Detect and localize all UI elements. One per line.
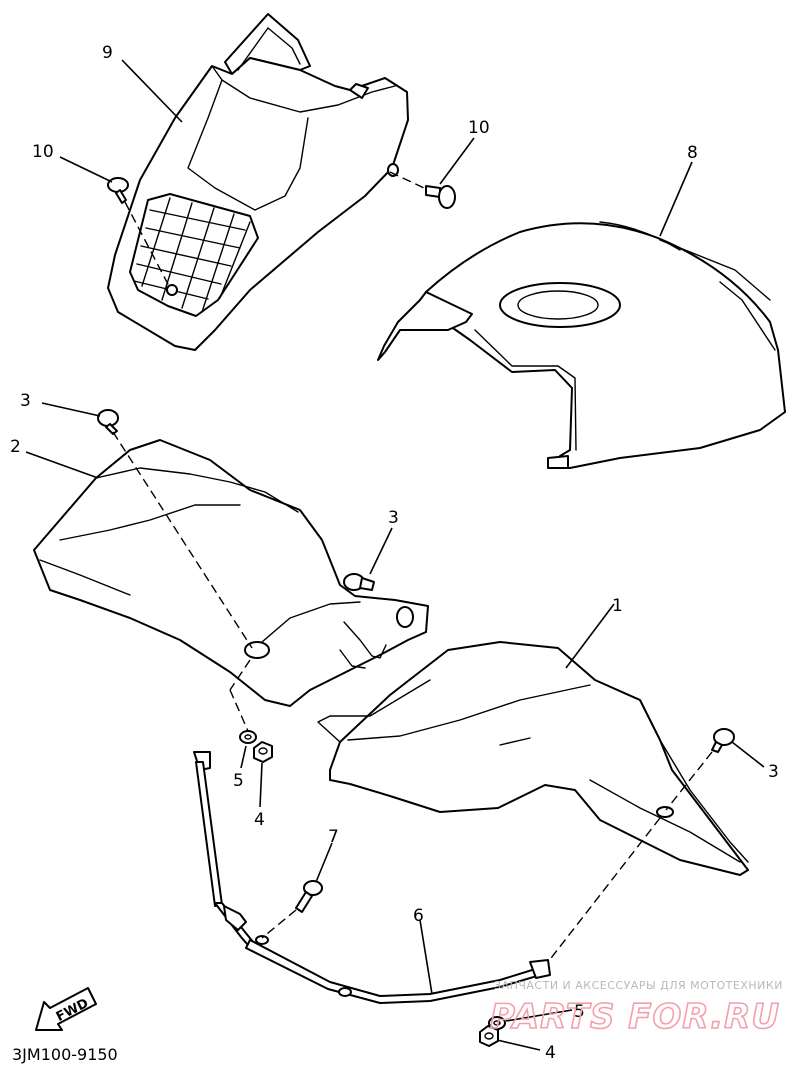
callout-3-top-left: 3 — [20, 391, 31, 411]
leader-lines — [25, 59, 765, 1051]
callout-5-right: 5 — [574, 1002, 585, 1022]
callout-4-right: 4 — [545, 1043, 556, 1063]
part-8-tank-cover — [377, 221, 786, 469]
part-1-rear-fender — [317, 641, 749, 876]
part-10-screw-right — [425, 185, 456, 209]
part-3-bolt-right — [711, 728, 735, 753]
fwd-arrow-icon: FWD — [35, 987, 97, 1031]
part-4-nut-left — [253, 741, 273, 763]
callout-10-left: 10 — [32, 142, 54, 162]
callout-4-left: 4 — [254, 810, 265, 830]
watermark: ЗАПЧАСТИ И АКСЕССУАРЫ ДЛЯ МОТОТЕХНИКИ PA… — [489, 979, 783, 1038]
callout-8: 8 — [687, 143, 698, 163]
watermark-brand: PARTS FOR.RU — [490, 997, 780, 1037]
callout-7: 7 — [328, 827, 339, 847]
part-code: 3JM100-9150 — [12, 1045, 118, 1064]
part-7-bolt — [295, 880, 323, 913]
part-5-washer-left — [239, 730, 257, 744]
part-9-front-cover — [107, 13, 409, 351]
callout-9: 9 — [102, 43, 113, 63]
assembly-lines — [112, 171, 713, 963]
callout-6: 6 — [413, 906, 424, 926]
callout-1: 1 — [612, 596, 623, 616]
callout-labels: 9 10 10 8 3 2 3 1 3 5 4 7 6 5 4 — [10, 43, 779, 1063]
part-10-screw-left — [107, 177, 129, 204]
part-2-front-fender — [33, 439, 429, 707]
callout-2: 2 — [10, 437, 21, 457]
part-4-nut-right — [479, 1025, 499, 1047]
callout-3-right: 3 — [768, 762, 779, 782]
callout-5-left: 5 — [233, 771, 244, 791]
watermark-tagline: ЗАПЧАСТИ И АКСЕССУАРЫ ДЛЯ МОТОТЕХНИКИ — [494, 979, 783, 992]
part-3-bolt-top-left — [97, 409, 119, 435]
callout-3-mid: 3 — [388, 508, 399, 528]
callout-10-right: 10 — [468, 118, 490, 138]
part-6-stay — [193, 751, 551, 1004]
part-3-bolt-mid — [343, 573, 375, 591]
